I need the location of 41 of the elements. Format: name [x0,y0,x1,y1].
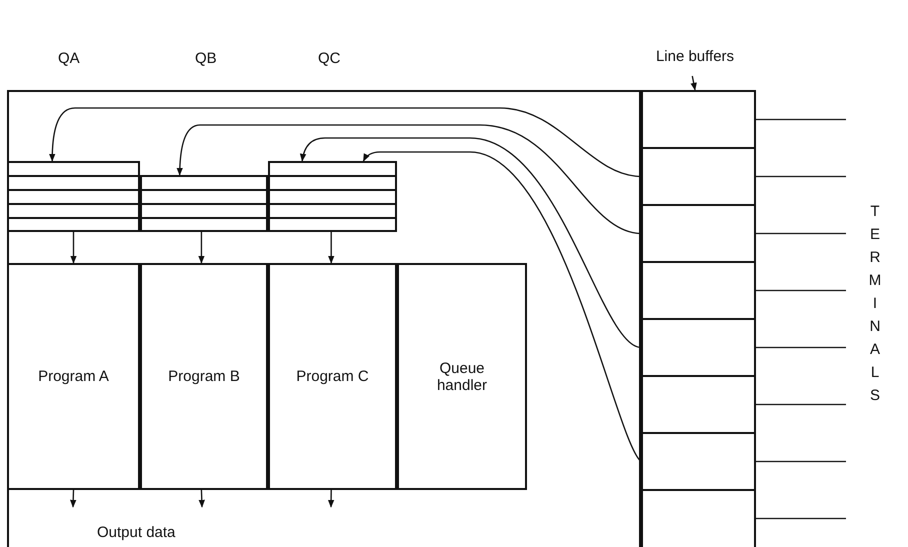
arrow [328,232,334,264]
arrow [690,76,697,91]
arrow [70,232,77,264]
queue-box [140,175,268,232]
buffer-cell [641,204,756,263]
buffer-cell [641,489,756,547]
arrow [198,490,205,508]
buffer-cell [641,318,756,377]
terminal-line [756,346,846,348]
queue-label: QC [318,50,340,67]
output-label: Output data [97,524,176,541]
arrow [70,490,76,508]
program-box: Program B [140,263,268,490]
program-box: Queue handler [397,263,527,490]
arrow [362,151,642,462]
terminal-line [756,460,846,462]
program-box: Program C [268,263,397,490]
terminal-line [756,118,846,120]
program-box: Program A [7,263,140,490]
arrow [49,107,642,178]
memory-box [7,90,641,547]
column-heading: Line buffers [650,38,740,76]
terminal-line [756,290,846,292]
buffer-cell [641,432,756,491]
queue-label: QB [195,50,217,67]
terminals-label: TERMINALS [868,202,882,406]
arrow [176,124,642,234]
terminal-line [756,404,846,406]
buffer-cell [641,147,756,206]
terminal-line [756,176,846,178]
queue-box [268,161,397,232]
arrow [300,137,642,348]
terminal-line [756,518,846,520]
arrow [198,232,205,264]
buffer-cell [641,375,756,434]
queue-box [7,161,140,232]
buffer-cell [641,90,756,149]
arrow [328,490,334,508]
terminal-line [756,232,846,234]
buffer-cell [641,261,756,320]
queue-label: QA [58,50,80,67]
